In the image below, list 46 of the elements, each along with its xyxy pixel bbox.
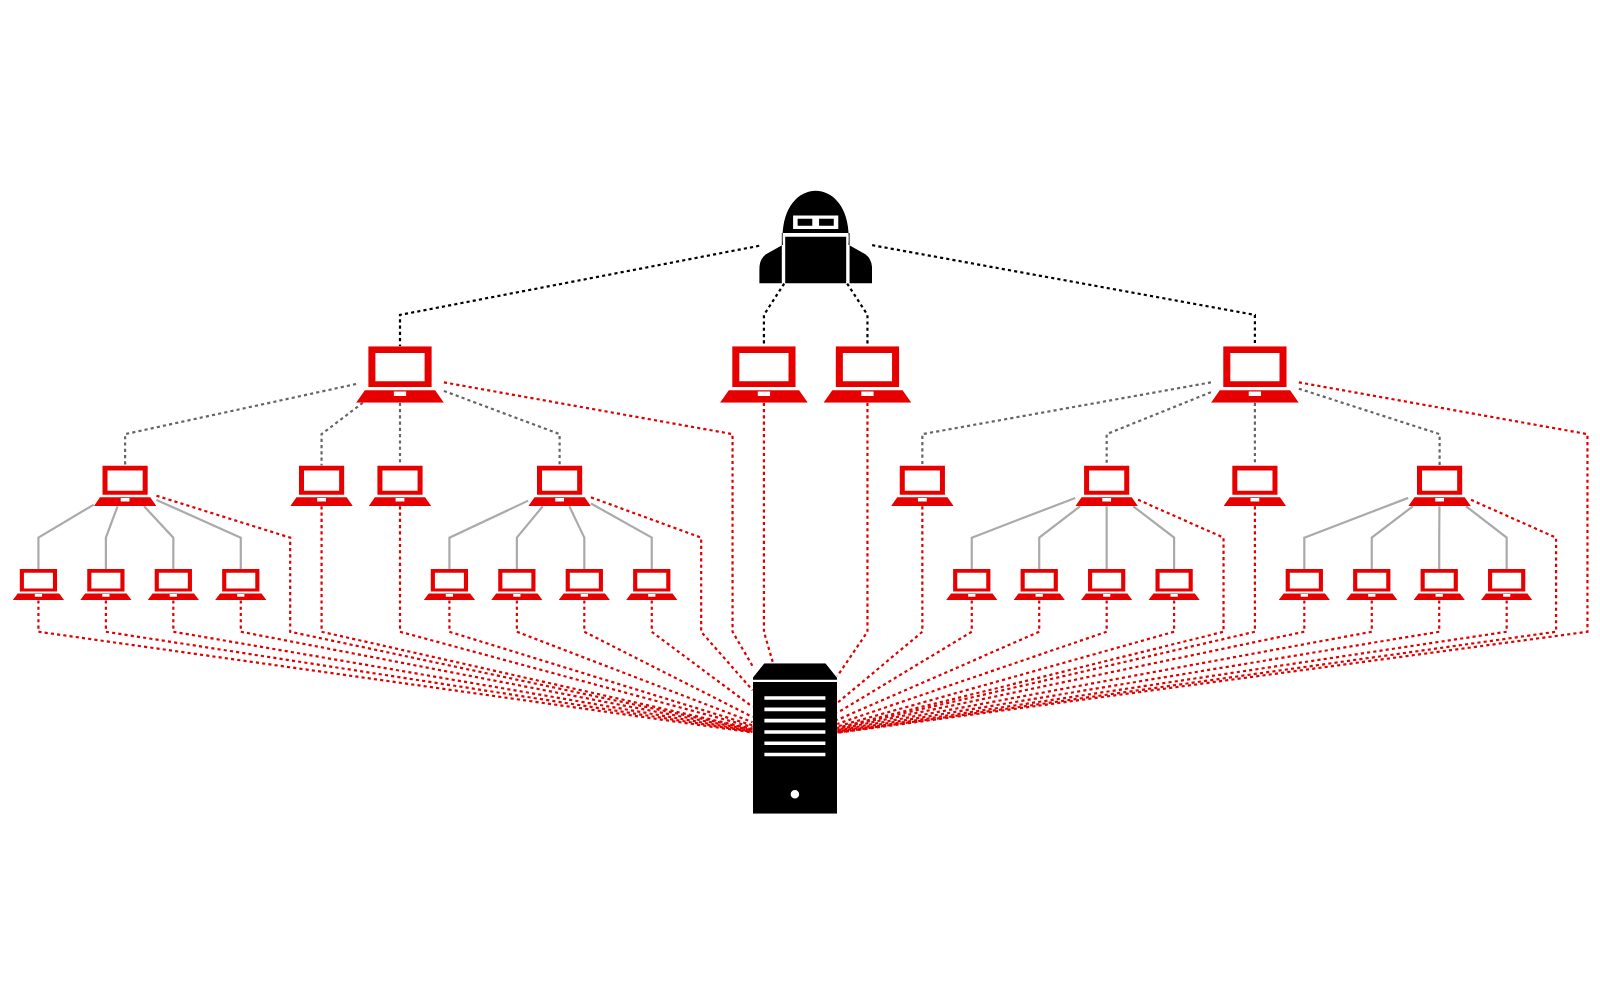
connector-line: [143, 505, 175, 569]
dashed-line: [836, 402, 869, 677]
connector-line: [1370, 505, 1414, 569]
dashed-line: [1253, 402, 1256, 466]
dashed-line: [836, 600, 1176, 728]
connector-line: [1105, 506, 1108, 569]
dashed-line: [921, 381, 1212, 466]
dashed-line: [762, 402, 775, 664]
dashed-line: [583, 600, 754, 718]
dashed-line: [443, 389, 561, 466]
connector-line: [515, 505, 544, 569]
dashed-line: [1105, 391, 1212, 466]
dashed-line: [762, 282, 786, 347]
connector-line: [37, 503, 95, 569]
dashed-line: [398, 402, 402, 466]
dashed-line: [650, 600, 754, 708]
dashed-line: [320, 506, 753, 730]
connector-line: [156, 498, 242, 569]
dashed-line: [398, 244, 760, 347]
dashed-line: [837, 381, 1589, 734]
dashed-line: [1298, 387, 1441, 466]
dashed-line: [871, 244, 1256, 347]
dashed-line: [398, 506, 753, 729]
dashed-line: [156, 494, 753, 731]
dashed-line: [443, 381, 754, 667]
dashed-line: [836, 600, 1041, 721]
dashed-line: [448, 600, 753, 727]
dashed-line: [515, 600, 753, 724]
connector-line: [1465, 505, 1508, 569]
connector-line: [1303, 496, 1409, 569]
connector-line: [970, 496, 1076, 569]
dashed-line: [124, 382, 357, 466]
connector-line: [448, 499, 529, 569]
connector-line: [1438, 506, 1441, 569]
dashed-line: [590, 496, 754, 691]
dashed-line: [836, 506, 924, 704]
dashed-line: [846, 282, 869, 347]
dashed-line: [837, 498, 1558, 734]
connector-line: [1132, 505, 1176, 569]
connector-line: [104, 505, 119, 569]
dashed-line: [836, 600, 973, 714]
connector-line: [1038, 505, 1081, 569]
dashed-line: [836, 600, 1108, 725]
connector-line: [590, 502, 653, 569]
connector-line: [568, 505, 586, 569]
dashed-line: [320, 401, 364, 466]
